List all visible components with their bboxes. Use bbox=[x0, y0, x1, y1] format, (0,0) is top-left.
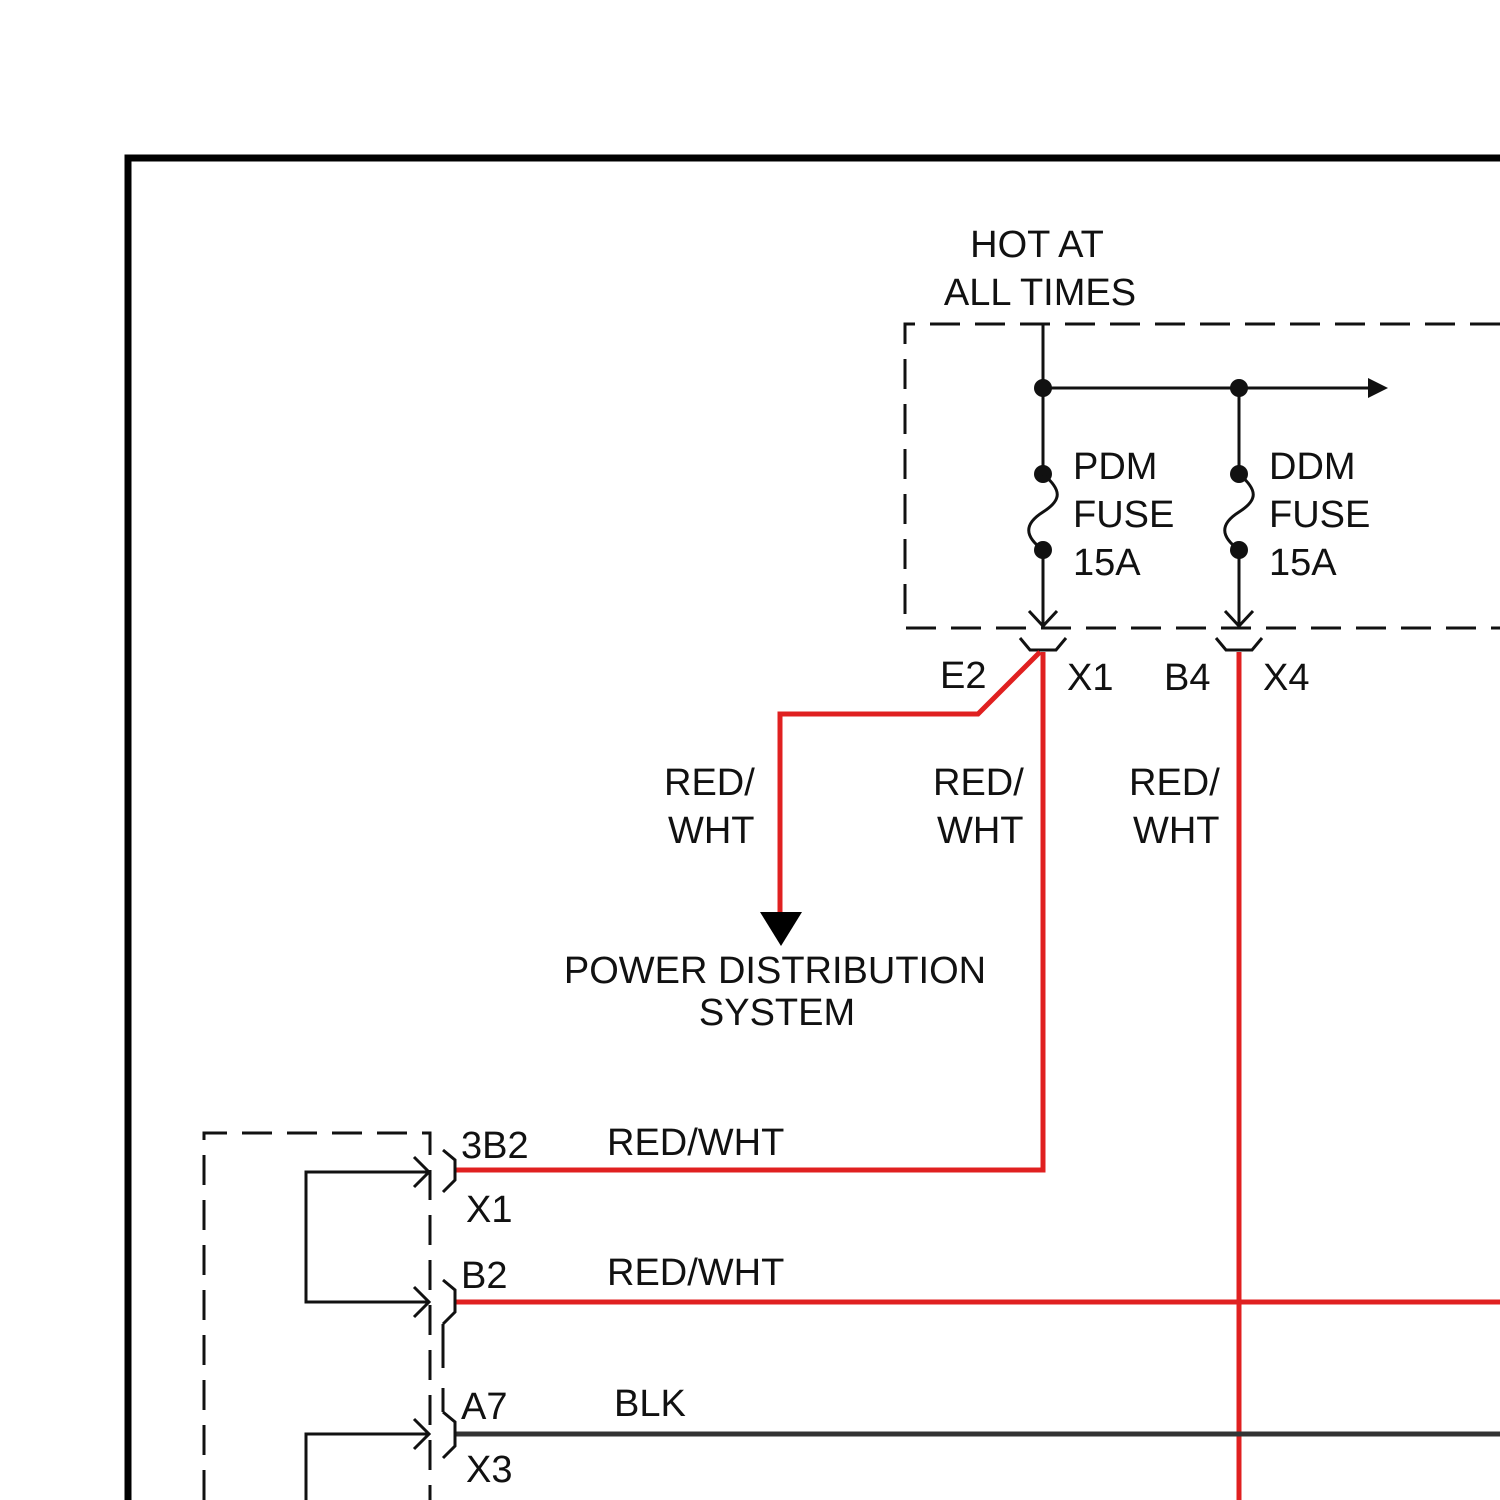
pdm-fuse-label: PDM bbox=[1073, 446, 1157, 488]
connector-cup-icon bbox=[1216, 638, 1262, 650]
wire-color-label: RED/ bbox=[664, 762, 755, 804]
internal-jumper bbox=[306, 1157, 429, 1317]
power-distribution-label: SYSTEM bbox=[699, 992, 855, 1034]
pin-b4-label: B4 bbox=[1164, 657, 1210, 699]
wire-color-label: WHT bbox=[1133, 810, 1220, 852]
wire-color-label: WHT bbox=[668, 810, 755, 852]
pin-b2-label: B2 bbox=[461, 1255, 507, 1297]
hot-at-all-times-label: HOT AT bbox=[970, 224, 1104, 266]
ddm-fuse-rating: 15A bbox=[1269, 542, 1337, 584]
wire-color-label: RED/ bbox=[1129, 762, 1220, 804]
left-connector-cups bbox=[443, 1150, 455, 1458]
bus-arrow-icon bbox=[1368, 378, 1388, 398]
internal-ground bbox=[306, 1419, 429, 1500]
wire-color-label: RED/WHT bbox=[607, 1252, 784, 1294]
wire-color-label: WHT bbox=[937, 810, 1024, 852]
pdm-fuse bbox=[1020, 388, 1066, 650]
diagram-frame bbox=[128, 158, 1500, 1500]
connector-x1-label: X1 bbox=[466, 1189, 512, 1231]
pin-e2-label: E2 bbox=[940, 655, 986, 697]
wire-color-label: RED/WHT bbox=[607, 1122, 784, 1164]
pin-3b2-label: 3B2 bbox=[461, 1125, 529, 1167]
hot-at-all-times-label: ALL TIMES bbox=[944, 272, 1136, 314]
connector-cup-icon bbox=[1020, 638, 1066, 650]
ddm-fuse bbox=[1216, 388, 1262, 650]
connector-cup-icon bbox=[443, 1280, 455, 1324]
ddm-fuse-label: DDM bbox=[1269, 446, 1356, 488]
fuse-icon bbox=[1029, 474, 1058, 550]
connector-cup-icon bbox=[443, 1412, 455, 1458]
connector-x4-label: X4 bbox=[1263, 657, 1309, 699]
power-distribution-label: POWER DISTRIBUTION bbox=[564, 950, 986, 992]
connector-x1-label: X1 bbox=[1067, 657, 1113, 699]
fuse-icon bbox=[1225, 474, 1254, 550]
pds-arrow-icon bbox=[760, 912, 802, 946]
pdm-fuse-label: FUSE bbox=[1073, 494, 1174, 536]
ddm-fuse-label: FUSE bbox=[1269, 494, 1370, 536]
connector-cup-icon bbox=[443, 1150, 455, 1192]
wire-red-wht-3b2 bbox=[455, 652, 1043, 1170]
hot-bus bbox=[1034, 324, 1388, 398]
pdm-fuse-rating: 15A bbox=[1073, 542, 1141, 584]
wire-color-label: BLK bbox=[614, 1383, 686, 1425]
connector-x3-label: X3 bbox=[466, 1449, 512, 1491]
pin-a7-label: A7 bbox=[461, 1386, 507, 1428]
wire-color-label: RED/ bbox=[933, 762, 1024, 804]
module-outline bbox=[204, 1133, 430, 1500]
fuse-block-outline bbox=[905, 324, 1500, 628]
